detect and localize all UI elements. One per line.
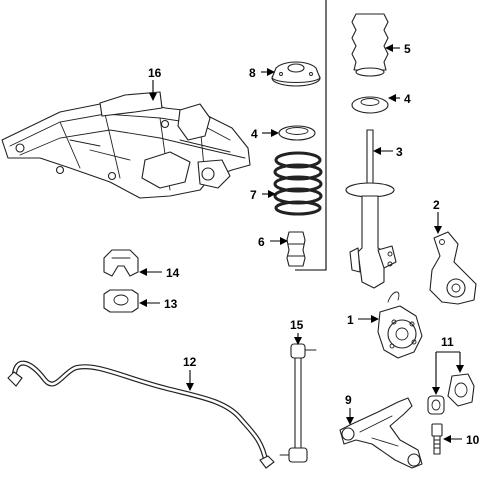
callout-5: 5: [404, 42, 411, 56]
stabilizer-bar-part[interactable]: [7, 360, 275, 469]
bolt-part[interactable]: [431, 423, 443, 455]
spring-insulator-lower-part[interactable]: [351, 96, 389, 114]
callout-11: 11: [441, 335, 454, 349]
coil-spring-part[interactable]: [273, 151, 323, 216]
callout-15: 15: [290, 318, 304, 332]
callout-4b: 4: [404, 92, 411, 106]
callout-8: 8: [249, 66, 256, 80]
strut-mount-part[interactable]: [271, 61, 321, 87]
bump-stop-part[interactable]: [286, 231, 306, 267]
spring-insulator-upper-part[interactable]: [278, 125, 316, 141]
callout-10: 10: [466, 433, 480, 447]
group-bracket-line: [295, 0, 327, 271]
dust-boot-part[interactable]: [351, 13, 389, 77]
bushing-clamp-part[interactable]: [103, 249, 139, 277]
callout-7: 7: [250, 188, 257, 202]
lower-control-arm-part[interactable]: [339, 397, 423, 469]
callout-1: 1: [347, 313, 354, 327]
stabilizer-link-part[interactable]: [279, 343, 317, 463]
subframe-part[interactable]: [1, 91, 251, 199]
control-arm-bushing-small-part[interactable]: [427, 395, 445, 415]
callout-labels: 16 8 4 7 6 5 4 3 2 1 14 13 12 15 9 10 11: [148, 42, 480, 447]
leader-lines: [139, 44, 464, 443]
callout-12: 12: [183, 355, 197, 369]
callout-13: 13: [164, 297, 178, 311]
callout-3: 3: [396, 145, 403, 159]
hub-bearing-part[interactable]: [377, 291, 423, 359]
callout-4a: 4: [251, 127, 258, 141]
callout-9: 9: [345, 393, 352, 407]
bushing-part[interactable]: [103, 289, 139, 313]
callout-6: 6: [258, 235, 265, 249]
strut-part[interactable]: [345, 129, 397, 289]
callout-2: 2: [433, 198, 440, 212]
control-arm-bushing-large-part[interactable]: [447, 373, 475, 407]
callout-14: 14: [166, 266, 180, 280]
steering-knuckle-part[interactable]: [429, 231, 477, 305]
callout-16: 16: [148, 66, 162, 80]
